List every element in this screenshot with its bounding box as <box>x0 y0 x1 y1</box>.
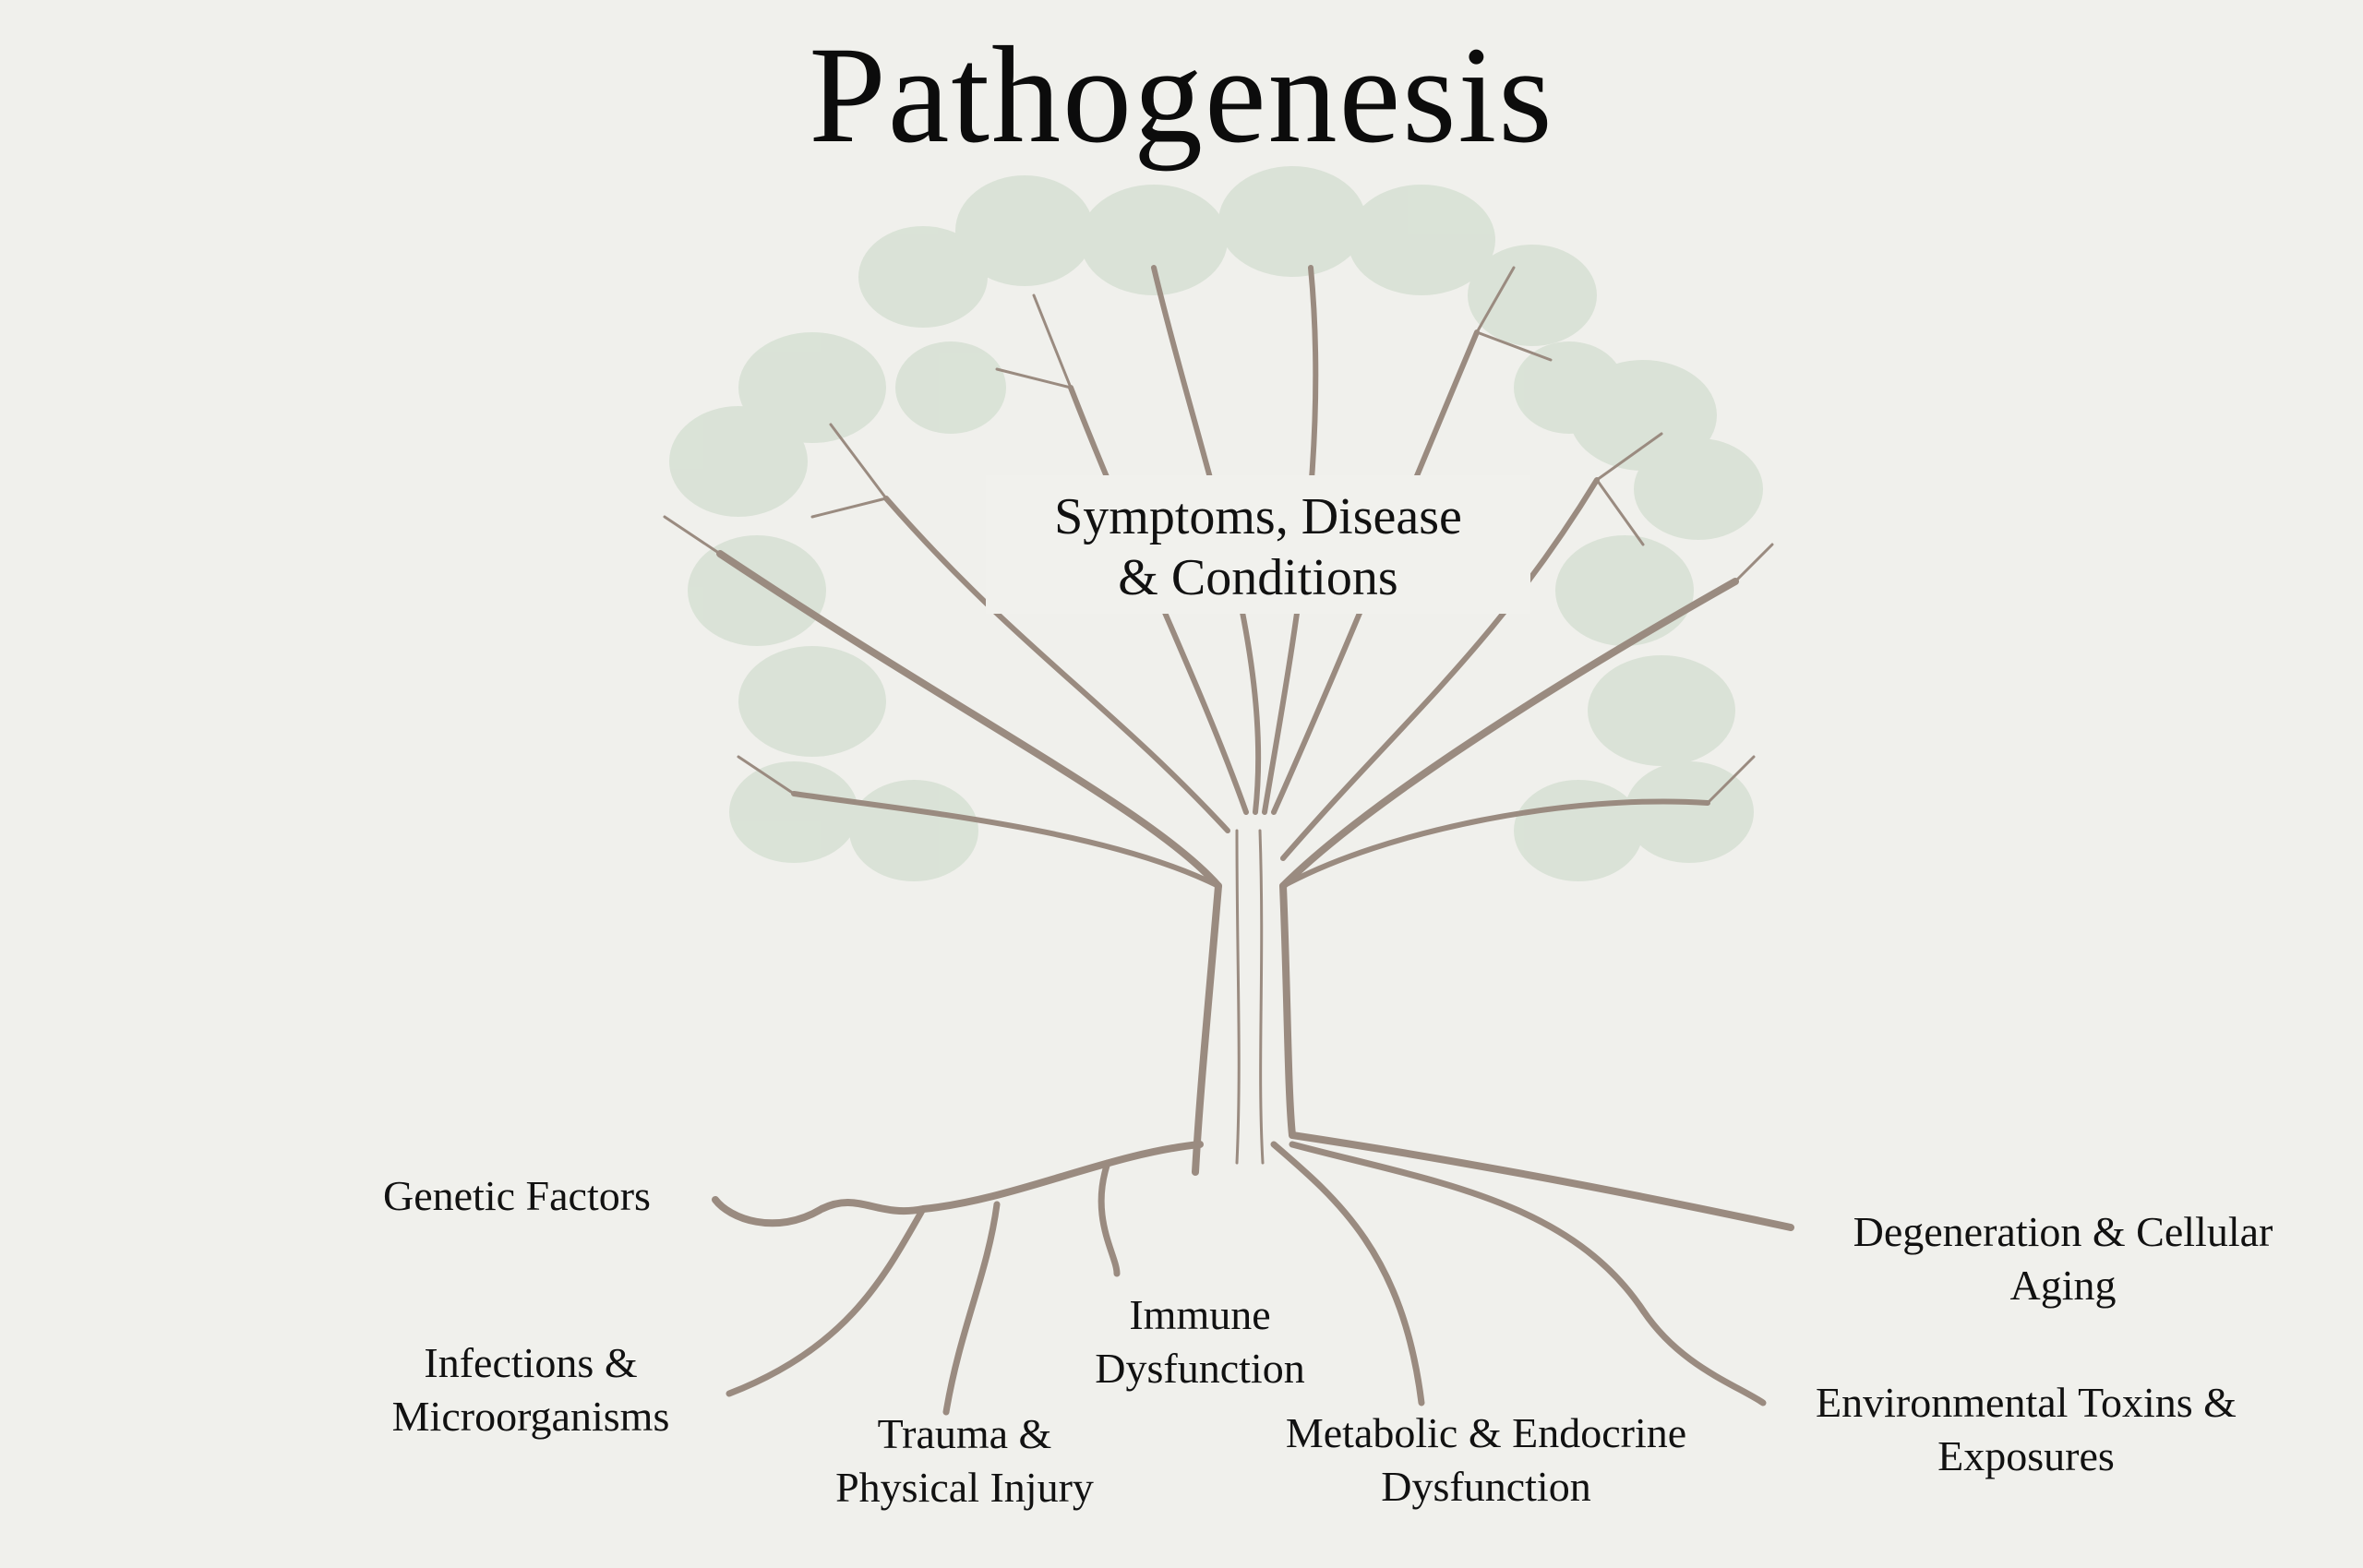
foliage <box>669 166 1763 881</box>
crown-label-line1: Symptoms, Disease <box>1054 488 1462 545</box>
crown-label: Symptoms, Disease & Conditions <box>986 475 1530 614</box>
root-label-infections: Infections & Microorganisms <box>391 1339 670 1440</box>
crown-label-line2: & Conditions <box>1118 549 1398 606</box>
root-label-trauma: Trauma & Physical Injury <box>835 1410 1094 1511</box>
root-label-genetic-factors: Genetic Factors <box>383 1172 651 1219</box>
page-title: Pathogenesis <box>809 18 1554 172</box>
root-label-immune: Immune Dysfunction <box>1095 1291 1305 1392</box>
root-label-degeneration: Degeneration & Cellular Aging <box>1853 1208 2273 1309</box>
root-label-metabolic: Metabolic & Endocrine Dysfunction <box>1285 1409 1687 1510</box>
root-label-environmental: Environmental Toxins & Exposures <box>1816 1379 2237 1479</box>
